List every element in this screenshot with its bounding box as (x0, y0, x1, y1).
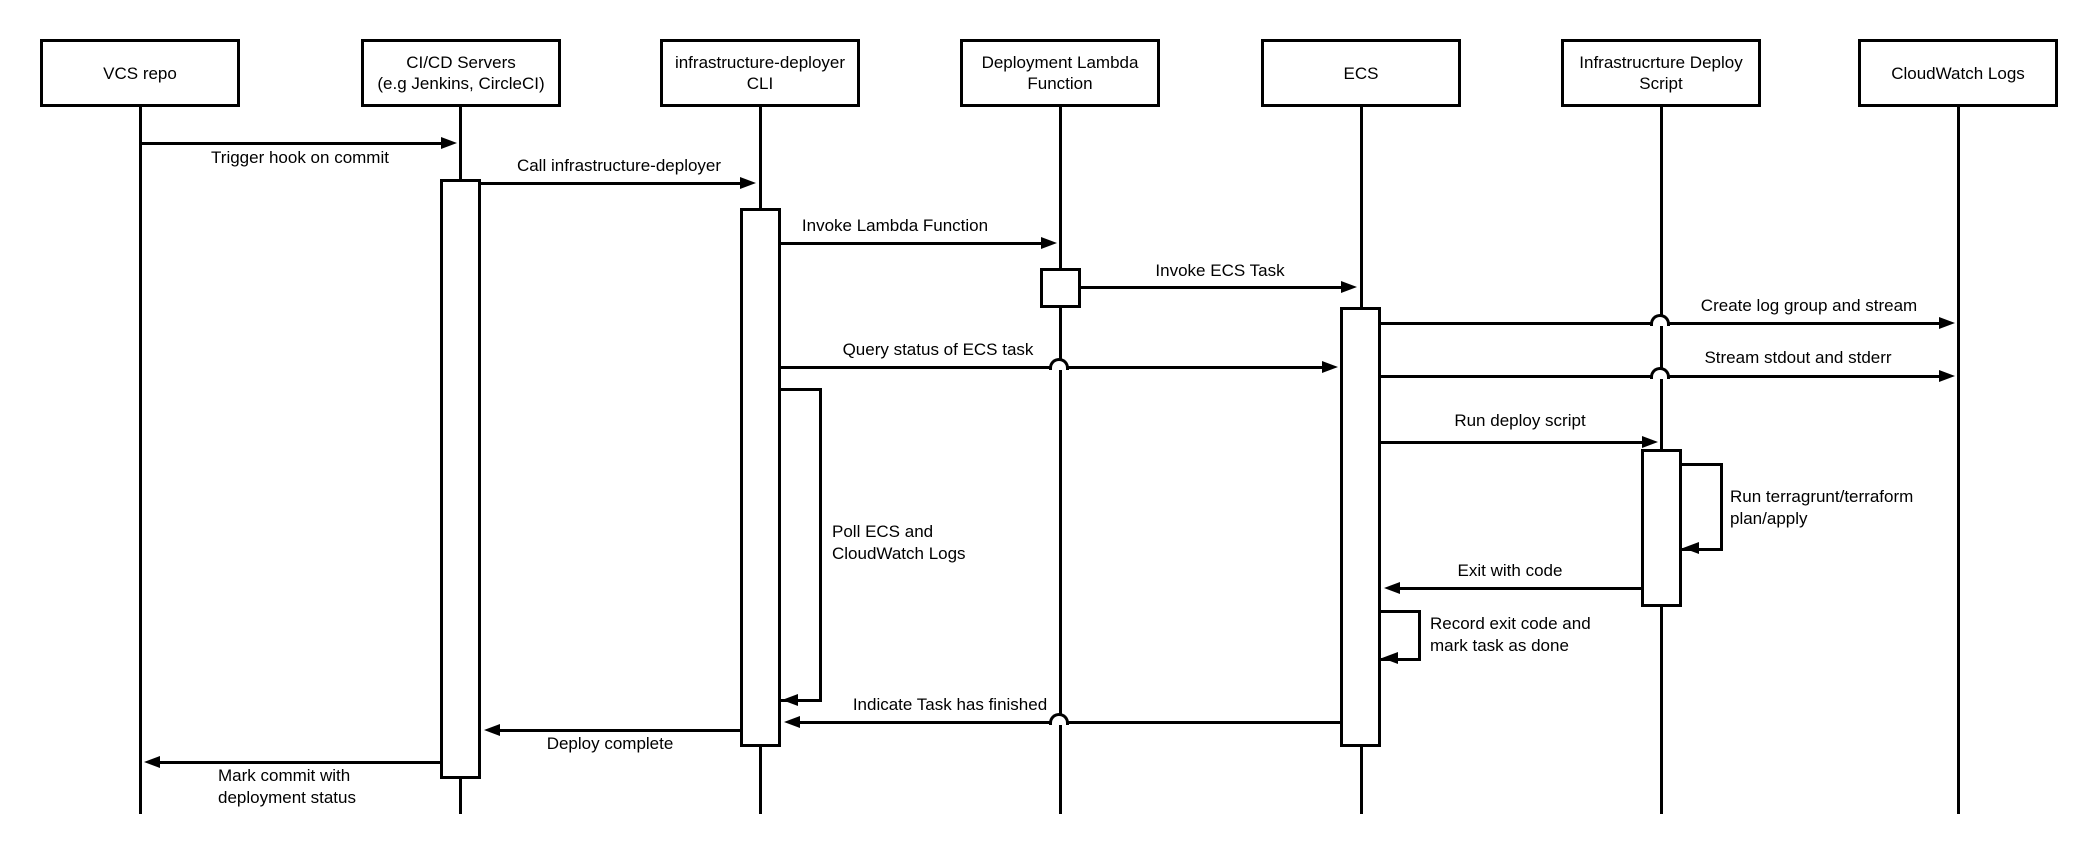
message-line-trigger-hook (141, 142, 443, 145)
message-line-mark-commit (158, 761, 440, 764)
line-hop (1650, 314, 1670, 326)
lifeline-deployment-lambda (1059, 107, 1062, 814)
message-line-exit-with-code (1398, 587, 1641, 590)
message-label: Run deploy script (1454, 411, 1586, 430)
message-label: Poll ECS and CloudWatch Logs (832, 522, 966, 563)
message-label: Exit with code (1457, 561, 1563, 580)
poll-loop-bracket (780, 388, 822, 702)
arrowhead-icon (441, 137, 457, 149)
terragrunt-self-call-bracket (1682, 463, 1723, 551)
message-label: Record exit code and mark task as done (1430, 614, 1591, 655)
message-label: Call infrastructure-deployer (516, 156, 722, 175)
arrowhead-icon (782, 694, 798, 706)
activation-infrastructure-deployer-cli (740, 208, 781, 747)
arrowhead-icon (1041, 237, 1057, 249)
message-line-call-deployer (481, 182, 742, 185)
message-label: Stream stdout and stderr (1704, 348, 1892, 367)
arrowhead-icon (1382, 652, 1398, 664)
arrowhead-icon (1384, 582, 1400, 594)
line-hop (1049, 358, 1069, 370)
arrowhead-icon (784, 716, 800, 728)
arrowhead-icon (1683, 542, 1699, 554)
activation-ecs (1340, 307, 1381, 747)
arrowhead-icon (1939, 370, 1955, 382)
arrowhead-icon (1322, 361, 1338, 373)
activation-deployment-lambda (1040, 268, 1081, 308)
message-label: Run terragrunt/terraform plan/apply (1730, 487, 1914, 528)
line-hop (1049, 713, 1069, 725)
message-line-invoke-lambda (781, 242, 1043, 245)
arrowhead-icon (484, 724, 500, 736)
line-hop (1650, 367, 1670, 379)
message-line-deploy-complete (498, 729, 740, 732)
record-exit-self-call-bracket (1381, 610, 1421, 661)
message-label: Invoke ECS Task (1155, 261, 1285, 280)
arrowhead-icon (1341, 281, 1357, 293)
message-label: Indicate Task has finished (852, 695, 1048, 714)
actor-infrastructure-deploy-script: Infrastrucrture Deploy Script (1561, 39, 1761, 107)
arrowhead-icon (144, 756, 160, 768)
message-line-run-deploy-script (1381, 441, 1644, 444)
message-line-indicate-finished (798, 721, 1341, 724)
lifeline-cloudwatch-logs (1957, 107, 1960, 814)
message-label: Query status of ECS task (842, 340, 1034, 359)
actor-cloudwatch-logs: CloudWatch Logs (1858, 39, 2058, 107)
lifeline-vcs-repo (139, 107, 142, 814)
activation-cicd (440, 179, 481, 779)
message-label: Mark commit with deployment status (218, 766, 356, 807)
arrowhead-icon (1939, 317, 1955, 329)
arrowhead-icon (740, 177, 756, 189)
activation-deploy-script (1641, 449, 1682, 607)
message-line-invoke-ecs-task (1081, 286, 1343, 289)
actor-deployment-lambda: Deployment Lambda Function (960, 39, 1160, 107)
actor-cicd-servers: CI/CD Servers (e.g Jenkins, CircleCI) (361, 39, 561, 107)
message-label: Create log group and stream (1700, 296, 1918, 315)
actor-vcs-repo: VCS repo (40, 39, 240, 107)
arrowhead-icon (1642, 436, 1658, 448)
actor-ecs: ECS (1261, 39, 1461, 107)
message-label: Deploy complete (546, 734, 674, 753)
message-label: Trigger hook on commit (211, 148, 389, 167)
message-label: Invoke Lambda Function (801, 216, 989, 235)
actor-infrastructure-deployer-cli: infrastructure-deployer CLI (660, 39, 860, 107)
